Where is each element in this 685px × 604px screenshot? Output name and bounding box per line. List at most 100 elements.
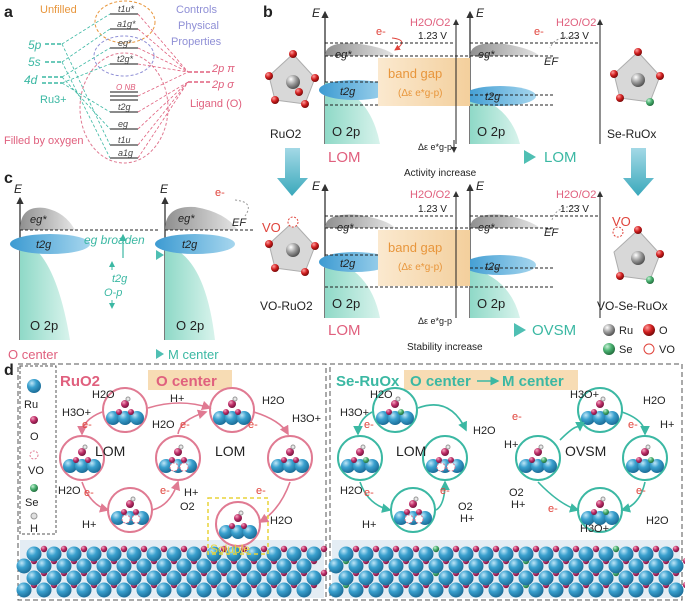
ru-atom-icon bbox=[136, 582, 152, 598]
intermediate-circle bbox=[337, 435, 383, 481]
panel-label-b: b bbox=[263, 4, 273, 21]
hydrogen-atom-icon bbox=[238, 510, 244, 516]
oxygen-atom-icon bbox=[60, 545, 68, 553]
selenium-atom-icon bbox=[432, 545, 440, 553]
intermediate-circle bbox=[107, 487, 153, 533]
ru-atom-icon bbox=[478, 570, 494, 586]
oxygen-atom-icon bbox=[293, 457, 299, 463]
b-tl-o2p-label: O 2p bbox=[332, 124, 360, 139]
d-r-e-2: e- bbox=[512, 411, 522, 423]
d-r-h2o-1: H2O bbox=[370, 389, 393, 401]
b-tr-electron-arrow bbox=[549, 36, 579, 49]
oxygen-atom-icon bbox=[235, 409, 241, 415]
b-top-band-gap-sym: (Δε e*g-p) bbox=[398, 88, 442, 99]
b-bottom-ef: EF bbox=[544, 227, 559, 239]
ru-atom-icon bbox=[628, 558, 644, 574]
controls-label: Controls bbox=[176, 4, 217, 16]
ru-atom-icon bbox=[588, 558, 604, 574]
c-ef-label: EF bbox=[232, 217, 247, 229]
ru-atom-icon bbox=[96, 558, 112, 574]
ru-atom-icon bbox=[106, 570, 122, 586]
d-l-hplus-3: H+ bbox=[184, 487, 198, 499]
ru-atom-icon bbox=[306, 570, 322, 586]
legend-d-ru: Ru bbox=[24, 399, 38, 411]
b-delta-eps-bottom: Δε e*g-p bbox=[418, 316, 452, 326]
d-ovsm: OVSM bbox=[565, 443, 606, 459]
oxygen-atom-icon bbox=[452, 545, 460, 553]
oxygen-atom-icon bbox=[260, 545, 268, 553]
ru-atom-icon bbox=[216, 582, 232, 598]
selenium-atom-icon bbox=[612, 545, 620, 553]
ru-atom-icon bbox=[96, 582, 112, 598]
d-r-h3o-1: H3O+ bbox=[340, 407, 369, 419]
oxygen-atom-icon bbox=[220, 545, 228, 553]
reaction-arrow bbox=[620, 481, 646, 513]
d-r-hplus-1: H+ bbox=[504, 439, 518, 451]
oxygen-atom-icon bbox=[641, 448, 649, 456]
ru-atom-icon bbox=[341, 459, 355, 473]
ru-atom-icon bbox=[605, 411, 619, 425]
oxygen-atom-icon bbox=[552, 545, 560, 553]
oxygen-atom-icon bbox=[529, 457, 535, 463]
oxygen-atom-icon bbox=[596, 500, 604, 508]
ru-atom-icon bbox=[271, 459, 285, 473]
ru-atom-icon bbox=[159, 459, 173, 473]
b-tl-electron-arrow bbox=[391, 37, 403, 51]
hydrogen-atom-icon bbox=[82, 444, 88, 450]
ru-atom-icon bbox=[528, 582, 544, 598]
oxygen-atom-icon bbox=[121, 400, 129, 408]
oxygen-atom-icon bbox=[120, 545, 128, 553]
oxygen-vacancy-icon bbox=[131, 514, 141, 524]
vo-ruo2-label: VO-RuO2 bbox=[260, 299, 313, 313]
b-bl-o2p bbox=[325, 258, 380, 318]
ru-atom-icon bbox=[498, 546, 514, 562]
oxygen-atom-icon bbox=[512, 545, 520, 553]
oxygen-atom-icon bbox=[672, 545, 680, 553]
reaction-intermediate bbox=[422, 435, 468, 481]
oxygen-atom-icon bbox=[169, 457, 175, 463]
reaction-intermediate bbox=[267, 435, 313, 481]
b-tr-e-minus: e- bbox=[534, 26, 544, 38]
t1u-label: t1u bbox=[118, 135, 131, 145]
ru-atom-icon bbox=[508, 558, 524, 574]
b-tr-o2p bbox=[470, 95, 520, 144]
ru-atom-icon bbox=[608, 558, 624, 574]
b-tl-axis-e: E bbox=[312, 6, 321, 20]
ru-atom-icon bbox=[26, 546, 42, 562]
oxygen-atom-icon bbox=[126, 500, 134, 508]
ru-atom-icon bbox=[353, 459, 367, 473]
properties-label: Properties bbox=[171, 36, 222, 48]
ru-atom-icon bbox=[448, 558, 464, 574]
d-r-h3o-2: H3O+ bbox=[570, 389, 599, 401]
hydrogen-atom-icon bbox=[600, 496, 606, 502]
right-cycle bbox=[337, 387, 668, 533]
oxygen-atom-icon bbox=[229, 523, 235, 529]
reaction-intermediate bbox=[337, 435, 383, 481]
oxygen-vacancy-icon bbox=[179, 462, 189, 472]
d-l-h3o-2: H3O+ bbox=[292, 413, 321, 425]
ru-atom-icon bbox=[448, 582, 464, 598]
oxygen-atom-icon bbox=[241, 523, 247, 529]
d-l-hplus-2: H+ bbox=[82, 519, 96, 531]
b-tr-t2g-label: t2g bbox=[485, 91, 501, 103]
b-br-o2p-label: O 2p bbox=[477, 296, 505, 311]
c-right-o2p-label: O 2p bbox=[176, 318, 204, 333]
oxygen-atom-icon bbox=[404, 509, 410, 515]
ru-atom-icon bbox=[56, 582, 72, 598]
d-l-e-5: e- bbox=[160, 485, 170, 497]
ru-atom-icon bbox=[603, 324, 615, 336]
ru-atom-icon bbox=[295, 459, 309, 473]
ruo2-label: RuO2 bbox=[270, 127, 302, 141]
ru-atom-icon bbox=[578, 570, 594, 586]
b-top-h2o-o2: H2O/O2 bbox=[410, 17, 450, 29]
eg-star-label: eg* bbox=[118, 38, 132, 48]
d-left-banner-bg bbox=[148, 370, 232, 390]
b-top-123v: 1.23 V bbox=[418, 31, 447, 42]
b-tl-eg-band bbox=[325, 43, 395, 56]
b-br-o2p bbox=[470, 268, 520, 318]
d-l-h2o-2: H2O bbox=[152, 419, 175, 431]
reaction-intermediate bbox=[372, 387, 418, 433]
ru-atom-icon bbox=[276, 582, 292, 598]
ru-atom-icon bbox=[488, 582, 504, 598]
ru-atom-icon bbox=[196, 582, 212, 598]
